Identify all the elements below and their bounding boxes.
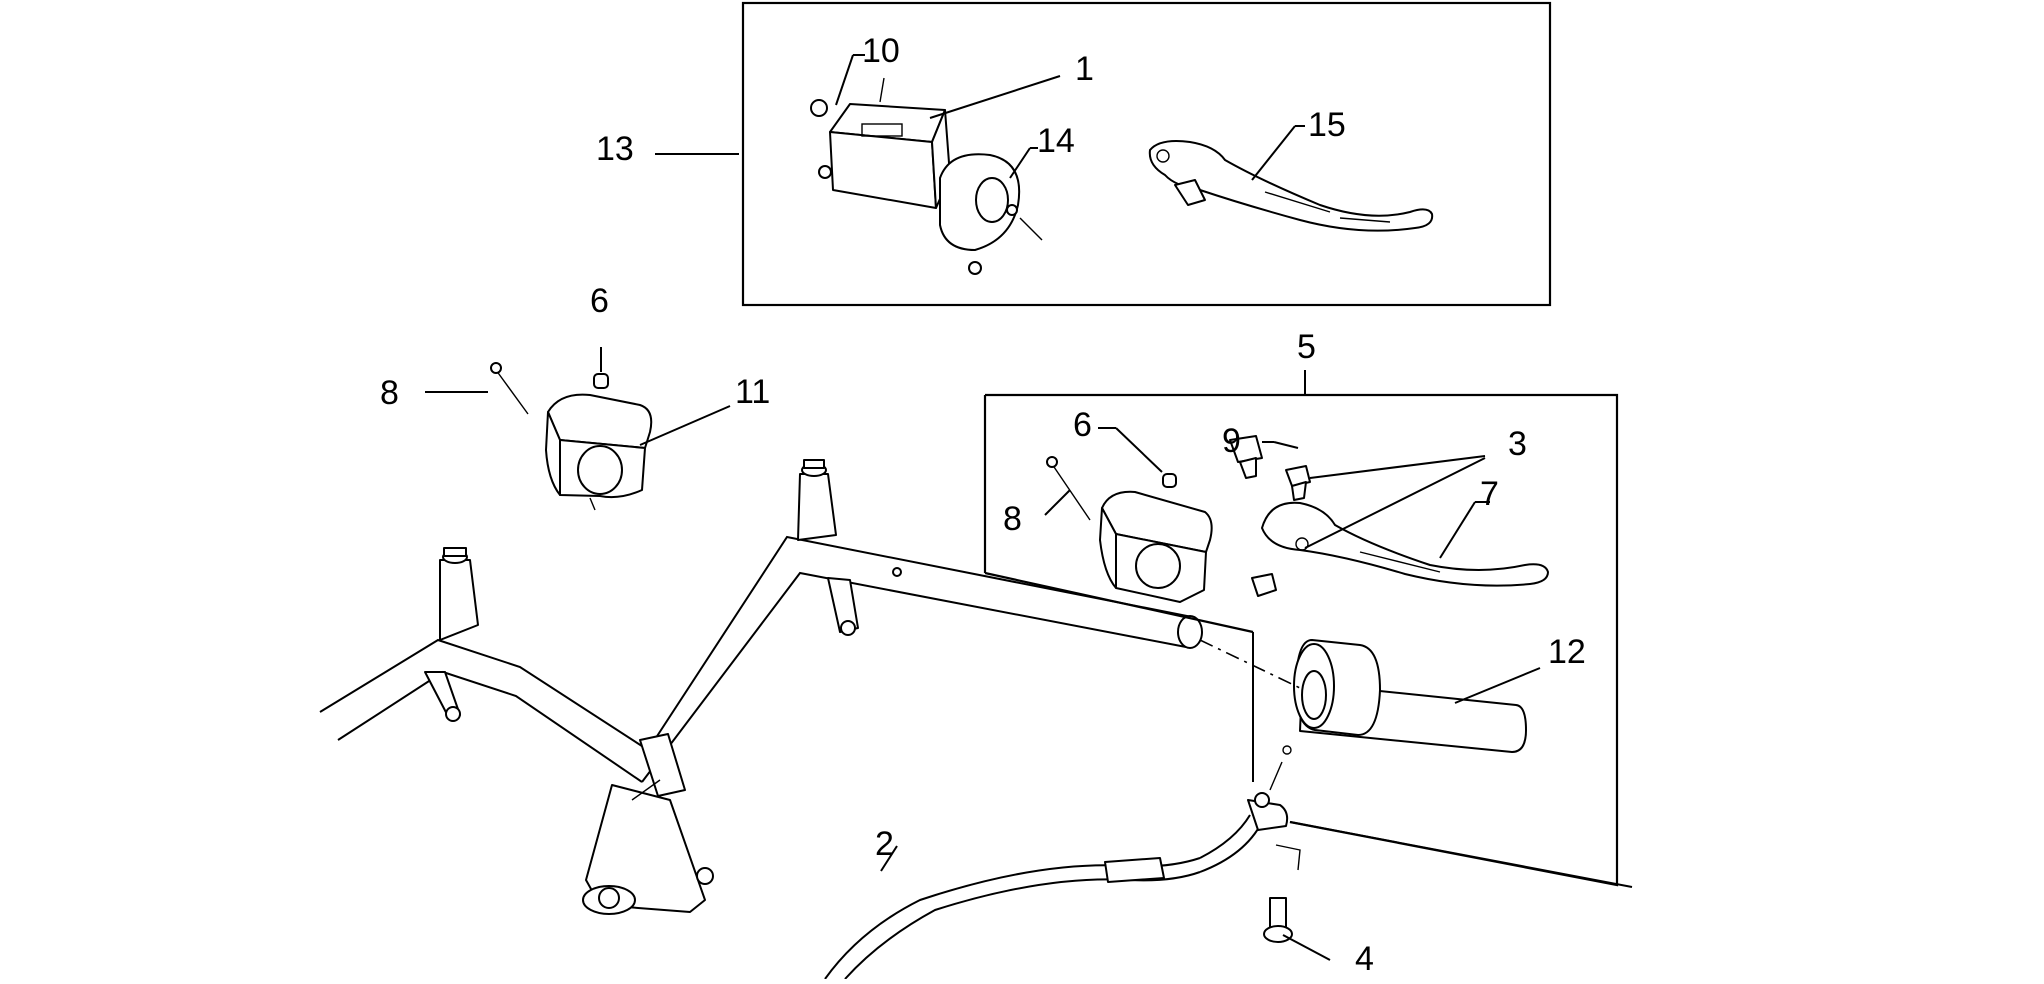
leader-2 bbox=[880, 845, 898, 872]
callout-11: 11 bbox=[735, 373, 770, 411]
callout-10: 10 bbox=[862, 32, 900, 70]
leader-4 bbox=[1282, 934, 1331, 961]
brake-lever-right bbox=[1229, 435, 1549, 597]
throttle-grip bbox=[1293, 639, 1527, 753]
leader-10 bbox=[835, 54, 854, 106]
callout-2: 2 bbox=[875, 825, 894, 863]
leader-1 bbox=[929, 75, 1061, 119]
right-lever-kit-frame bbox=[983, 393, 1619, 887]
leader-3b bbox=[1304, 457, 1486, 549]
callout-12: 12 bbox=[1548, 633, 1586, 671]
callout-7: 7 bbox=[1480, 475, 1499, 513]
master-cylinder bbox=[810, 77, 1043, 275]
leader-6b bbox=[1115, 427, 1163, 473]
throttle-cable bbox=[824, 745, 1292, 980]
callout-6-left: 6 bbox=[590, 282, 609, 320]
callout-4: 4 bbox=[1355, 940, 1374, 978]
assembly-axis bbox=[1199, 639, 1301, 689]
leader-11 bbox=[639, 405, 731, 446]
master-cylinder-kit-frame bbox=[741, 1, 1552, 307]
callout-3: 3 bbox=[1508, 425, 1527, 463]
handlebar bbox=[319, 459, 1633, 915]
leader-8b bbox=[1044, 489, 1071, 516]
callout-1: 1 bbox=[1075, 50, 1094, 88]
callout-13: 13 bbox=[596, 130, 634, 168]
callout-5: 5 bbox=[1297, 328, 1316, 366]
callout-15: 15 bbox=[1308, 106, 1346, 144]
callout-6-right: 6 bbox=[1073, 406, 1092, 444]
leader-12 bbox=[1454, 667, 1541, 704]
leader-3a bbox=[1309, 455, 1486, 479]
callout-9: 9 bbox=[1222, 422, 1241, 460]
leader-7 bbox=[1439, 501, 1476, 559]
leader-14 bbox=[1009, 147, 1031, 179]
callout-8-left: 8 bbox=[380, 374, 399, 412]
callout-14: 14 bbox=[1037, 122, 1075, 160]
left-clamp bbox=[490, 362, 653, 511]
brake-lever-top bbox=[1148, 140, 1434, 232]
callout-8-right: 8 bbox=[1003, 500, 1022, 538]
right-clamp bbox=[1046, 456, 1213, 603]
leader-15 bbox=[1251, 125, 1296, 181]
screw bbox=[1263, 844, 1301, 943]
leader-9 bbox=[1273, 441, 1299, 449]
